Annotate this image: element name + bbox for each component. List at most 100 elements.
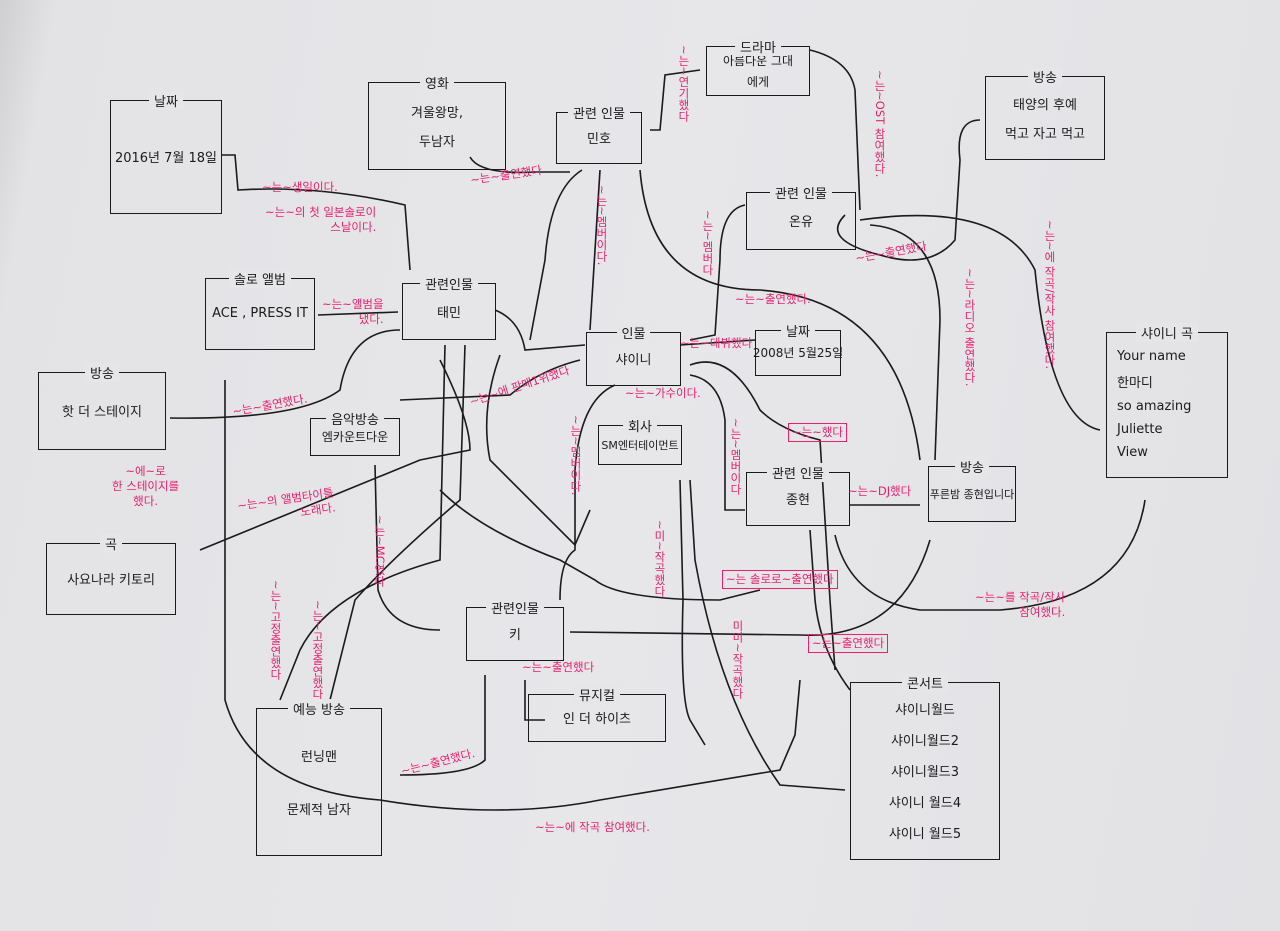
node-title: 관련 인물 bbox=[770, 183, 832, 202]
line-taemin-variety1 bbox=[279, 344, 446, 701]
node-shinee-songs: 샤이니 곡 Your name 한마디 so amazing Juliette … bbox=[1106, 323, 1228, 478]
line-taemin-variety2 bbox=[329, 344, 466, 701]
relation-label: ~는~에 작곡 참여했다. bbox=[535, 820, 650, 834]
node-item: 인 더 하이츠 bbox=[562, 712, 632, 727]
node-title: 곡 bbox=[100, 534, 122, 553]
relation-label: ~는~데뷔했다 bbox=[680, 336, 753, 350]
relation-line: ~에~로 bbox=[125, 464, 166, 478]
node-item: 키 bbox=[509, 628, 521, 643]
relation-label: ~는~출연했다 bbox=[808, 634, 889, 653]
line-minho-drama bbox=[650, 69, 701, 131]
relation-label: ~는~라디오 출연했다. bbox=[962, 268, 977, 387]
relation-line: 참여했다. bbox=[1019, 604, 1066, 619]
line-jonghyun-radio2 bbox=[809, 529, 851, 691]
line-taemin-shinee bbox=[494, 309, 586, 351]
node-musical: 뮤지컬 인 더 하이츠 bbox=[528, 685, 666, 742]
node-item: 아름다운 그대 bbox=[722, 53, 794, 68]
node-item: 온유 bbox=[789, 215, 813, 230]
line-taemin-song bbox=[199, 359, 471, 551]
node-title: 방송 bbox=[85, 363, 119, 382]
concert-item: 샤이니월드2 bbox=[890, 734, 960, 749]
line-movie-minho bbox=[469, 156, 570, 174]
node-item: 핫 더 스테이지 bbox=[61, 405, 143, 420]
line-shinee-jonghyun bbox=[689, 374, 745, 511]
line-shinee-key bbox=[559, 384, 616, 601]
line-music-mc bbox=[374, 464, 441, 631]
node-jonghyun: 관련 인물 종현 bbox=[746, 463, 850, 526]
node-title: 음악방송 bbox=[326, 409, 384, 428]
relation-label: ~는~앨범을 냈다. bbox=[322, 297, 384, 327]
node-item: 먹고 자고 먹고 bbox=[1004, 126, 1086, 142]
node-title: 샤이니 곡 bbox=[1136, 323, 1198, 342]
line-minho-taemin bbox=[529, 169, 583, 341]
node-item: 런닝맨 bbox=[301, 749, 337, 765]
node-item: 푸른밤 종현입니다 bbox=[929, 487, 1015, 501]
node-title: 회사 bbox=[623, 416, 657, 435]
node-company: 회사 SM엔터테이먼트 bbox=[598, 416, 682, 465]
line-date-taemin bbox=[222, 154, 411, 271]
relation-line: 한 스테이지를 bbox=[112, 478, 180, 493]
node-blue-night: 방송 푸른밤 종현입니다 bbox=[928, 457, 1016, 522]
node-solo-album: 솔로 앨범 ACE , PRESS IT bbox=[205, 269, 315, 350]
relation-label: ~는~생일이다. bbox=[262, 180, 338, 194]
song-item: 한마디 bbox=[1117, 376, 1153, 391]
node-title: 뮤지컬 bbox=[574, 685, 620, 704]
relation-label: ~는~멤버이다. bbox=[594, 185, 609, 266]
node-item: 태양의 후예 bbox=[1013, 97, 1077, 113]
concert-item: 샤이니월드 bbox=[895, 703, 955, 718]
node-item: 에게 bbox=[746, 74, 770, 89]
line-jonghyun-concert bbox=[834, 499, 1146, 611]
relation-label: ~는~출연했다 bbox=[522, 660, 595, 674]
song-item: Your name bbox=[1117, 349, 1186, 364]
line-music-taemin bbox=[485, 354, 591, 547]
node-title: 드라마 bbox=[735, 37, 781, 56]
song-item: so amazing bbox=[1117, 399, 1192, 414]
node-item: 문제적 남자 bbox=[287, 802, 351, 818]
node-movie: 영화 겨울왕망, 두남자 bbox=[368, 73, 506, 170]
node-key: 관련인물 키 bbox=[466, 598, 564, 661]
song-item: Juliette bbox=[1117, 422, 1163, 437]
node-title: 솔로 앨범 bbox=[229, 269, 291, 288]
relation-label: ~는~했다 bbox=[788, 423, 848, 442]
relation-label: ~는~DJ했다 bbox=[848, 484, 912, 498]
node-taemin: 관련인물 태민 bbox=[402, 274, 496, 340]
line-key-music bbox=[439, 489, 761, 601]
node-item: 2016년 7월 18일 bbox=[114, 151, 218, 166]
relation-label: ~는~고정출연했다 bbox=[268, 580, 283, 680]
node-shinee: 인물 샤이니 bbox=[586, 323, 681, 386]
relation-label: ~는~출연했다. bbox=[735, 292, 811, 306]
node-item: ACE , PRESS IT bbox=[212, 306, 308, 321]
relation-label: ~는~멤버이다. bbox=[568, 415, 583, 496]
node-item: 2008년 5월25일 bbox=[752, 346, 844, 360]
relation-line: ~는~의 첫 일본솔로이 bbox=[265, 205, 377, 219]
node-variety: 예능 방송 런닝맨 문제적 남자 bbox=[256, 699, 382, 856]
line-taemin-solo bbox=[317, 311, 399, 316]
node-title: 관련인물 bbox=[420, 274, 478, 293]
concert-item: 샤이니월드3 bbox=[890, 765, 960, 780]
node-minho: 관련 인물 민호 bbox=[556, 103, 642, 164]
line-onew-songs bbox=[859, 214, 1101, 431]
relation-line: 냈다. bbox=[358, 311, 384, 326]
relation-label: ~는~OST 참여했다. bbox=[872, 70, 887, 178]
node-broadcast-sun: 방송 태양의 후예 먹고 자고 먹고 bbox=[985, 67, 1105, 160]
relation-label: ~는~가수이다. bbox=[625, 386, 701, 400]
relation-label: ~에~로 한 스테이지를 했다. bbox=[112, 464, 179, 509]
line-drama-onew bbox=[809, 49, 861, 211]
node-title: 예능 방송 bbox=[288, 699, 350, 718]
node-music-show: 음악방송 엠카운트다운 bbox=[310, 409, 400, 456]
line-variety-concert bbox=[224, 380, 801, 811]
line-shinee-date2 bbox=[679, 339, 756, 346]
line-minho-onew bbox=[639, 169, 921, 461]
node-title: 영화 bbox=[420, 73, 454, 92]
line-key-concert bbox=[569, 539, 931, 636]
relation-label: ~는~멤버이다 bbox=[728, 418, 743, 495]
node-title: 날짜 bbox=[781, 321, 815, 340]
line-company-key bbox=[679, 479, 706, 746]
node-hot-stage: 방송 핫 더 스테이지 bbox=[38, 363, 166, 450]
node-item: 종현 bbox=[786, 493, 810, 508]
line-shinee-sales bbox=[399, 359, 581, 401]
line-minho-shinee bbox=[589, 169, 601, 331]
node-item: 사요나라 키토리 bbox=[67, 573, 155, 588]
node-item: 민호 bbox=[587, 132, 611, 147]
line-broadcast1-onew bbox=[836, 119, 981, 261]
